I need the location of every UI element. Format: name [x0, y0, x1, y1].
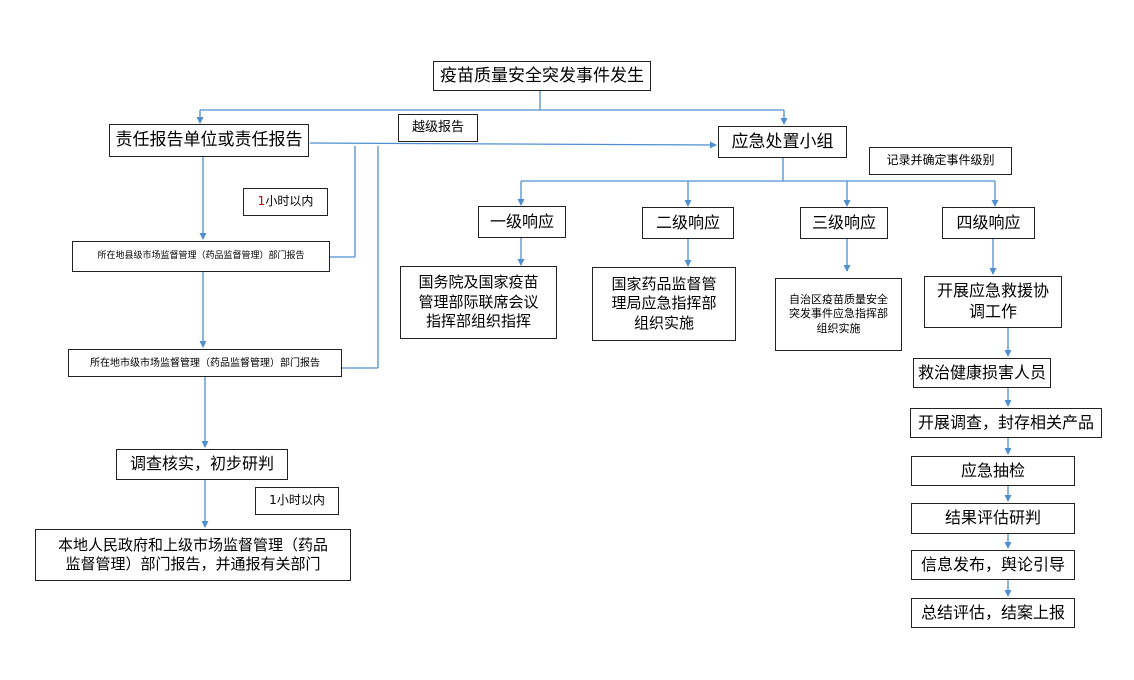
info-release-box: 信息发布，舆论引导 — [911, 550, 1075, 580]
level-2-response-label: 二级响应 — [655, 212, 720, 232]
result-evaluation-label: 结果评估研判 — [944, 508, 1041, 528]
info-release-label: 信息发布，舆论引导 — [920, 554, 1065, 574]
emergency-team-label: 应急处置小组 — [731, 131, 834, 152]
level-1-response-box: 一级响应 — [478, 206, 566, 238]
city-report-label: 所在地市级市场监督管理（药品监督管理）部门报告 — [90, 357, 320, 369]
local-government-report-box: 本地人民政府和上级市场监督管理（药品 监督管理）部门报告，并通报有关部门 — [35, 529, 351, 581]
investigate-label: 调查核实，初步研判 — [129, 454, 274, 474]
treat-injured-label: 救治健康损害人员 — [917, 362, 1046, 382]
region-command-box: 自治区疫苗质量安全 突发事件应急指挥部 组织实施 — [775, 278, 902, 351]
level-4-response-label: 四级响应 — [956, 212, 1021, 232]
emergency-team-box: 应急处置小组 — [718, 126, 847, 158]
state-council-command-label: 国务院及国家疫苗 管理部际联席会议 指挥部组织指挥 — [418, 273, 539, 331]
region-command-label: 自治区疫苗质量安全 突发事件应急指挥部 组织实施 — [789, 293, 888, 335]
emergency-sampling-box: 应急抽检 — [911, 456, 1075, 486]
investigate-seal-label: 开展调查，封存相关产品 — [917, 412, 1094, 432]
nmpa-command-box: 国家药品监督管 理局应急指挥部 组织实施 — [592, 267, 736, 341]
level-4-response-box: 四级响应 — [942, 207, 1035, 239]
one-hour-box-1: 1 小时以内 — [243, 188, 328, 216]
nmpa-command-label: 国家药品监督管 理局应急指挥部 组织实施 — [611, 274, 717, 332]
state-council-command-box: 国务院及国家疫苗 管理部际联席会议 指挥部组织指挥 — [400, 266, 557, 339]
one-hour-box-2: 1 小时以内 — [255, 487, 339, 515]
skip-level-report-box: 越级报告 — [398, 114, 478, 142]
level-1-response-label: 一级响应 — [489, 211, 554, 231]
responsible-reporter-box: 责任报告单位或责任报告 — [109, 124, 309, 157]
one-hour-text: 小时以内 — [265, 194, 314, 209]
county-report-box: 所在地县级市场监督管理（药品监督管理）部门报告 — [72, 241, 330, 272]
rescue-coordination-box: 开展应急救援协 调工作 — [924, 276, 1062, 328]
event-occurred-box: 疫苗质量安全突发事件发生 — [433, 61, 651, 91]
record-level-box: 记录并确定事件级别 — [869, 147, 1012, 175]
summary-report-label: 总结评估，结案上报 — [920, 602, 1065, 622]
investigate-box: 调查核实，初步研判 — [116, 449, 288, 480]
record-level-label: 记录并确定事件级别 — [886, 153, 995, 168]
one-hour-digit-2: 1 — [269, 493, 277, 508]
responsible-reporter-label: 责任报告单位或责任报告 — [115, 130, 303, 151]
rescue-coordination-label: 开展应急救援协 调工作 — [936, 281, 1049, 321]
county-report-label: 所在地县级市场监督管理（药品监督管理）部门报告 — [97, 250, 305, 261]
level-2-response-box: 二级响应 — [642, 207, 734, 239]
result-evaluation-box: 结果评估研判 — [911, 503, 1075, 534]
arrow — [309, 141, 717, 149]
summary-report-box: 总结评估，结案上报 — [911, 598, 1075, 628]
one-hour-digit: 1 — [257, 194, 266, 209]
emergency-sampling-label: 应急抽检 — [960, 460, 1025, 480]
level-3-response-label: 三级响应 — [811, 212, 876, 232]
level-3-response-box: 三级响应 — [800, 207, 888, 239]
investigate-seal-box: 开展调查，封存相关产品 — [910, 408, 1102, 438]
skip-level-report-label: 越级报告 — [411, 119, 464, 135]
treat-injured-box: 救治健康损害人员 — [913, 358, 1051, 388]
local-government-report-label: 本地人民政府和上级市场监督管理（药品 监督管理）部门报告，并通报有关部门 — [57, 535, 328, 574]
event-occurred-label: 疫苗质量安全突发事件发生 — [440, 65, 644, 86]
city-report-box: 所在地市级市场监督管理（药品监督管理）部门报告 — [68, 349, 342, 377]
one-hour-text-2: 小时以内 — [276, 493, 325, 508]
